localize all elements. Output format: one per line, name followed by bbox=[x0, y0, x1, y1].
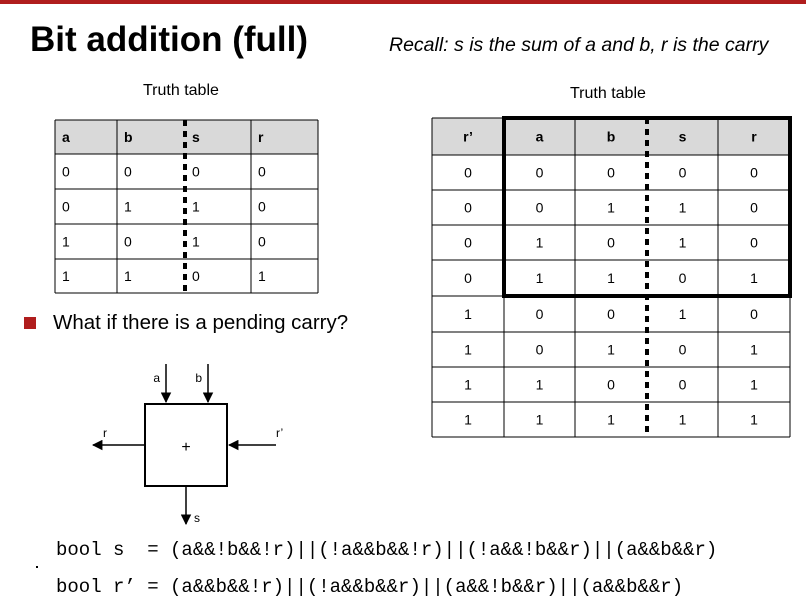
table-cell: 0 bbox=[464, 235, 472, 251]
table-cell: 1 bbox=[62, 234, 70, 250]
table-cell: 0 bbox=[124, 234, 132, 250]
table-cell: 1 bbox=[750, 377, 758, 393]
table-cell: 1 bbox=[750, 412, 758, 428]
table-cell: 1 bbox=[607, 342, 615, 358]
table-cell: 1 bbox=[679, 235, 687, 251]
table-cell: 1 bbox=[464, 342, 472, 358]
slide-title: Bit addition (full) bbox=[30, 20, 308, 59]
table-cell: 1 bbox=[750, 270, 758, 286]
truth-table-1-caption: Truth table bbox=[143, 82, 219, 99]
code-line-s: bool s = (a&&!b&&!r)||(!a&&b&&!r)||(!a&&… bbox=[56, 539, 718, 561]
table-cell: 1 bbox=[464, 377, 472, 393]
table-cell: 0 bbox=[607, 165, 615, 181]
table-header-cell: s bbox=[679, 129, 687, 145]
table-cell: 0 bbox=[124, 164, 132, 180]
table-cell: 0 bbox=[464, 270, 472, 286]
table-cell: 0 bbox=[679, 270, 687, 286]
table-cell: 1 bbox=[124, 199, 132, 215]
stray-dot bbox=[36, 566, 38, 568]
bullet-square bbox=[24, 317, 36, 329]
table-cell: 1 bbox=[258, 268, 266, 284]
input-b-label: b bbox=[195, 371, 202, 385]
table-header-cell: a bbox=[536, 129, 544, 145]
table-cell: 0 bbox=[258, 199, 266, 215]
table-cell: 1 bbox=[607, 412, 615, 428]
table-header-bg bbox=[432, 118, 790, 155]
table-cell: 1 bbox=[679, 412, 687, 428]
full-adder-diagram: + a b r’ r s bbox=[91, 364, 283, 526]
table-cell: 0 bbox=[679, 342, 687, 358]
adder-op-label: + bbox=[181, 439, 190, 456]
bullet-text: What if there is a pending carry? bbox=[53, 311, 349, 334]
table-cell: 0 bbox=[62, 199, 70, 215]
table-cell: 0 bbox=[62, 164, 70, 180]
table-cell: 0 bbox=[536, 342, 544, 358]
table-cell: 1 bbox=[679, 200, 687, 216]
table-cell: 0 bbox=[750, 235, 758, 251]
table-header-cell: s bbox=[192, 129, 200, 145]
table-cell: 0 bbox=[536, 165, 544, 181]
truth-table-2-caption: Truth table bbox=[570, 85, 646, 102]
recall-note: Recall: s is the sum of a and b, r is th… bbox=[389, 34, 769, 56]
table-cell: 1 bbox=[464, 412, 472, 428]
truth-table-2: r’ a b s r 0 0 0 0 0 0 0 1 1 0 0 1 0 1 0 0 1 1 0 1 1 0 0 1 0 1 0 1 0 1 1 1 0 0… bbox=[431, 116, 792, 438]
carry-out-label: r bbox=[103, 426, 107, 440]
table-header-cell: a bbox=[62, 129, 70, 145]
table-cell: 0 bbox=[192, 164, 200, 180]
table-header-cell: r bbox=[751, 129, 757, 145]
table-cell: 0 bbox=[607, 235, 615, 251]
table-cell: 1 bbox=[750, 342, 758, 358]
table-cell: 1 bbox=[192, 199, 200, 215]
table-cell: 1 bbox=[536, 270, 544, 286]
truth-table-1: a b s r 0 0 0 0 0 1 1 0 1 0 1 0 1 1 0 1 bbox=[54, 119, 319, 294]
table-cell: 0 bbox=[679, 377, 687, 393]
table-cell: 1 bbox=[192, 234, 200, 250]
table-cell: 0 bbox=[258, 234, 266, 250]
table-header-cell: b bbox=[607, 129, 616, 145]
table-cell: 1 bbox=[464, 306, 472, 322]
table-cell: 1 bbox=[536, 235, 544, 251]
table-cell: 0 bbox=[192, 268, 200, 284]
input-a-label: a bbox=[153, 371, 160, 385]
sum-out-label: s bbox=[194, 511, 200, 525]
highlight-box bbox=[502, 116, 792, 298]
table-cell: 0 bbox=[464, 200, 472, 216]
table-cell: 0 bbox=[750, 165, 758, 181]
table-header-cell: r’ bbox=[463, 129, 473, 145]
table-cell: 1 bbox=[124, 268, 132, 284]
carry-in-label: r’ bbox=[276, 426, 283, 440]
table-cell: 0 bbox=[258, 164, 266, 180]
table-cell: 1 bbox=[536, 377, 544, 393]
table-cell: 0 bbox=[607, 306, 615, 322]
table-cell: 1 bbox=[679, 306, 687, 322]
top-accent-bar bbox=[0, 0, 806, 4]
table-cell: 0 bbox=[679, 165, 687, 181]
table-cell: 0 bbox=[536, 306, 544, 322]
table-header-cell: b bbox=[124, 129, 133, 145]
table-cell: 0 bbox=[536, 200, 544, 216]
code-line-r: bool r’ = (a&&b&&!r)||(!a&&b&&r)||(a&&!b… bbox=[56, 576, 684, 598]
table-header-cell: r bbox=[258, 129, 264, 145]
table-cell: 0 bbox=[750, 200, 758, 216]
table-cell: 0 bbox=[750, 306, 758, 322]
table-cell: 0 bbox=[607, 377, 615, 393]
table-cell: 1 bbox=[607, 270, 615, 286]
table-cell: 1 bbox=[62, 268, 70, 284]
table-cell: 1 bbox=[536, 412, 544, 428]
table-cell: 1 bbox=[607, 200, 615, 216]
table-cell: 0 bbox=[464, 165, 472, 181]
